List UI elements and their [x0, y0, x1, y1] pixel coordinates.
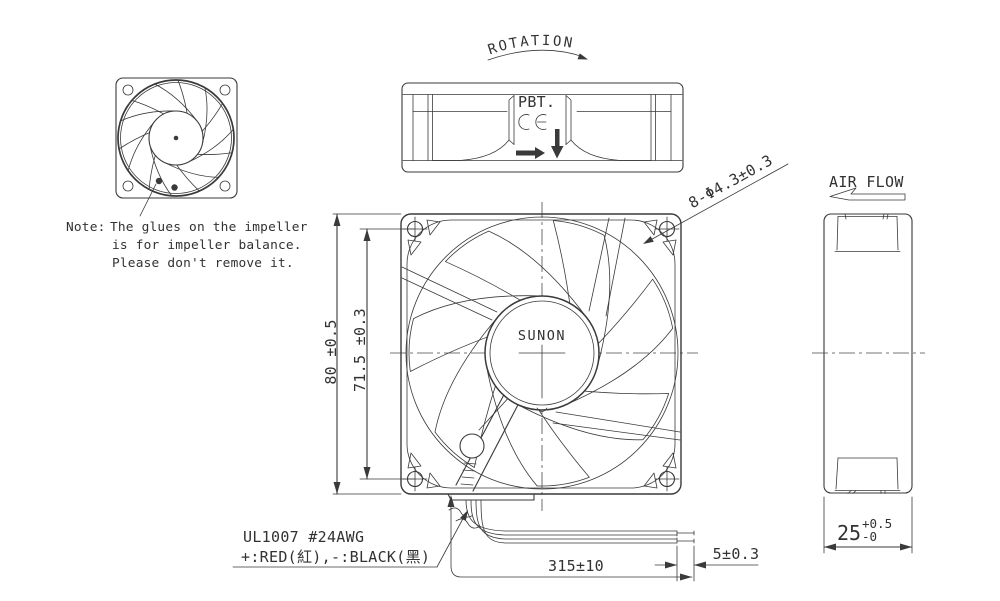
airflow-arrow-icon: [829, 187, 906, 201]
rotation-arc: [487, 49, 585, 61]
note-leader-line: [139, 183, 157, 217]
wire-callout-arrow-icon: [460, 510, 468, 521]
frame-size-text: 80 ±0.5: [322, 319, 340, 384]
small-front-view: [115, 75, 241, 217]
mounting-holes-text: 8-Φ4.3±0.3: [685, 151, 775, 212]
wire-boss: [459, 433, 485, 459]
note-line-1: The glues on the impeller: [110, 220, 308, 235]
lead-length-text: 315±10: [548, 557, 604, 575]
depth-plus-text: +0.5: [862, 516, 892, 531]
wire-break-mark: [455, 518, 480, 529]
rotation-arrow-icon: [577, 53, 588, 60]
note-text: Note: The glues on the impeller is for i…: [66, 220, 308, 271]
brand-label: SUNON: [518, 328, 566, 344]
airflow-direction-arrow-icon: [551, 129, 564, 159]
callout-arrow-icon: [643, 236, 654, 244]
dimension-hole-pitch: 71.5 ±0.3: [351, 228, 415, 480]
hole-pitch-text: 71.5 ±0.3: [351, 308, 369, 392]
lead-wires: [448, 499, 695, 544]
side-view: AIR FLOW 25 +0.5 -0: [812, 173, 925, 554]
wire-spec-callout: UL1007 #24AWG +:RED(紅),-:BLACK(黑): [232, 510, 468, 568]
corner-tabs: [407, 219, 677, 489]
wire-gauge-text: UL1007 #24AWG: [243, 528, 364, 546]
strip-length-text: 5±0.3: [713, 545, 760, 563]
mounting-hole-callout: 8-Φ4.3±0.3: [643, 151, 789, 244]
dimension-lead-length: 315±10: [447, 495, 693, 581]
ce-mark-icon: [518, 114, 547, 130]
note-line-3: Please don't remove it.: [112, 256, 294, 271]
wire-exit-lip: [447, 493, 535, 501]
rotation-text: ROTATION: [486, 33, 576, 58]
dimension-frame-size: 80 ±0.5: [322, 213, 402, 495]
dimension-strip-length: 5±0.3: [654, 545, 760, 582]
wire-polarity-text: +:RED(紅),-:BLACK(黑): [241, 548, 430, 566]
rotation-direction-arrow-icon: [516, 147, 545, 159]
note-label: Note:: [66, 220, 106, 235]
depth-value-text: 25: [837, 521, 861, 545]
material-label: PBT.: [518, 93, 555, 111]
note-line-2: is for impeller balance.: [112, 238, 302, 253]
depth-minus-text: -0: [862, 529, 877, 544]
main-front-view: SUNON: [390, 202, 698, 511]
top-view: PBT.: [401, 82, 684, 173]
airflow-label: AIR FLOW: [829, 173, 904, 191]
wire-break-mark: [448, 507, 473, 518]
glue-dot: [155, 177, 163, 185]
frame-struts: [401, 217, 681, 492]
dimension-depth: 25 +0.5 -0: [823, 496, 913, 554]
glue-dot: [171, 184, 178, 191]
rotation-label: ROTATION: [486, 33, 588, 61]
